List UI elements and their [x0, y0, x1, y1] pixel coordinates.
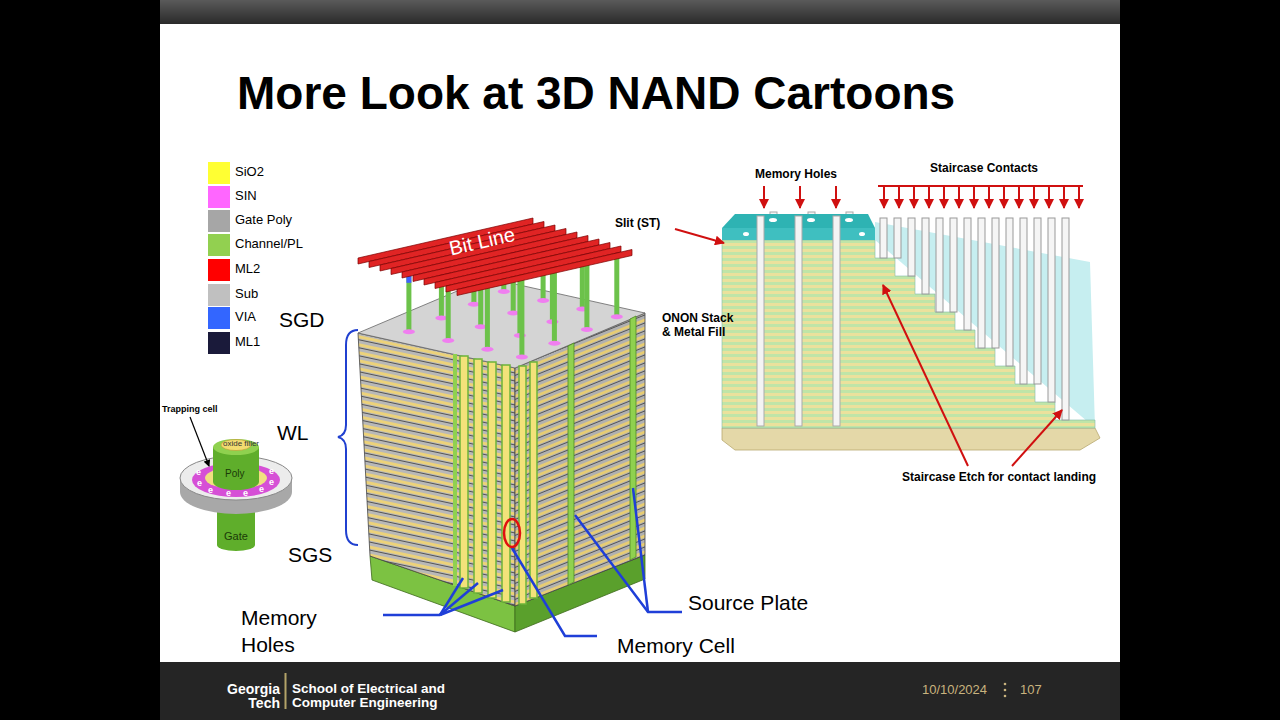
- legend-text: ML1: [235, 335, 260, 350]
- poly-label: Poly: [225, 468, 244, 480]
- electron: e: [197, 478, 202, 488]
- legend-text: VIA: [235, 310, 256, 325]
- staircase-block: [722, 212, 1100, 450]
- memory-holes-label: Memory Holes: [755, 168, 837, 182]
- memory-cell-label: Memory Cell: [617, 634, 735, 658]
- legend-swatch: [208, 234, 230, 256]
- electron: e: [269, 477, 274, 487]
- electron: e: [196, 467, 201, 477]
- wl-bracket: [338, 330, 358, 545]
- onon-stack-label: ONON Stack & Metal Fill: [662, 312, 740, 340]
- school-name: School of Electrical and Computer Engine…: [292, 682, 482, 710]
- red-arrows: [675, 186, 1083, 466]
- oxide-filler-label: oxide filler: [223, 439, 259, 448]
- slide-title: More Look at 3D NAND Cartoons: [237, 68, 955, 119]
- trapping-cell: [180, 417, 292, 551]
- source-plates: [568, 316, 636, 585]
- wl-label: WL: [277, 421, 309, 445]
- legend-text: SiO2: [235, 165, 264, 180]
- legend-swatch: [208, 332, 230, 354]
- sgs-label: SGS: [288, 543, 332, 567]
- trapping-cell-label: Trapping cell: [162, 404, 218, 414]
- bit-lines: [358, 218, 632, 296]
- legend-text: ML2: [235, 262, 260, 277]
- sgd-label: SGD: [279, 308, 325, 332]
- electron: e: [208, 485, 213, 495]
- legend-text: Sub: [235, 287, 258, 302]
- legend-swatch: [208, 162, 230, 184]
- top-bar: [160, 0, 1120, 24]
- gate-label: Gate: [224, 530, 248, 543]
- memory-holes-label: Memory Holes: [241, 604, 351, 659]
- staircase-contacts-label: Staircase Contacts: [930, 162, 1038, 176]
- electron: e: [243, 488, 248, 498]
- bit-line-label: Bit Line: [447, 223, 517, 260]
- source-plate-label: Source Plate: [688, 591, 808, 615]
- page-number: 107: [1020, 683, 1042, 698]
- legend-text: SIN: [235, 189, 257, 204]
- staircase-contact-pillars: [880, 218, 1069, 420]
- electron: e: [269, 466, 274, 476]
- legend-text: Channel/PL: [235, 237, 303, 252]
- legend-swatch: [208, 186, 230, 208]
- logo-divider: [285, 673, 287, 709]
- footer-dots: [1004, 683, 1007, 698]
- memory-hole-pillars: [757, 216, 840, 426]
- electron: e: [226, 488, 231, 498]
- legend-swatch: [208, 307, 230, 329]
- slide-date: 10/10/2024: [922, 683, 987, 698]
- electron: e: [259, 484, 264, 494]
- staircase-etch-label: Staircase Etch for contact landing: [902, 471, 1096, 485]
- legend-swatch: [208, 210, 230, 232]
- legend-text: Gate Poly: [235, 213, 292, 228]
- memory-cell-highlight: [504, 519, 520, 547]
- slit-label: Slit (ST): [615, 217, 660, 231]
- nand-block: [358, 218, 645, 632]
- legend-swatch: [208, 259, 230, 281]
- leader-lines: [383, 488, 682, 636]
- logo-text: Georgia Tech: [218, 682, 280, 710]
- legend-swatch: [208, 284, 230, 306]
